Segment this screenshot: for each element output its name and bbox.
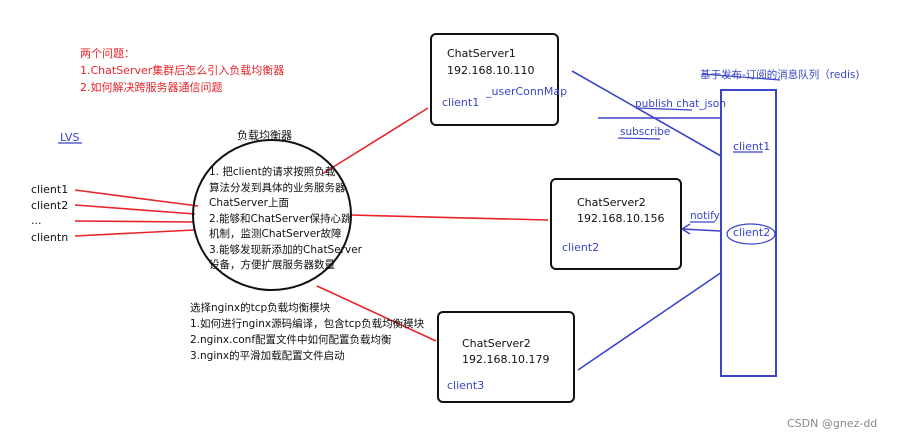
server-name: ChatServer2 xyxy=(462,337,531,350)
redis-queue-box xyxy=(720,89,777,377)
load-balancer-title: 负载均衡器 xyxy=(237,129,292,142)
client-label: client1 xyxy=(31,183,69,196)
chat-server-2-box: ChatServer2 192.168.10.156 client2 xyxy=(550,178,682,270)
redis-client2-oval xyxy=(726,223,776,245)
client-label: clientn xyxy=(31,231,69,244)
client-label: client2 xyxy=(31,199,69,212)
load-balancer-circle xyxy=(192,139,352,291)
redis-client: client1 xyxy=(733,140,771,153)
chat-server-3-box: ChatServer2 192.168.10.179 client3 xyxy=(437,311,575,403)
server-client: client1 xyxy=(442,96,480,109)
nginx-notes: 选择nginx的tcp负载均衡模块 1.如何进行nginx源码编译，包含tcp负… xyxy=(190,302,425,362)
publish-label: publish chat_json xyxy=(635,98,726,110)
server-name: ChatServer1 xyxy=(447,47,516,60)
subscribe-label: subscribe xyxy=(620,126,671,138)
watermark: CSDN @gnez-dd xyxy=(787,417,878,430)
chat-server-1-box: ChatServer1 192.168.10.110 client1 _user… xyxy=(430,33,567,126)
server-client: client2 xyxy=(562,241,600,254)
client-label: ... xyxy=(31,214,42,227)
server-name: ChatServer2 xyxy=(577,196,646,209)
server-client: client3 xyxy=(447,379,485,392)
problems-title: 两个问题： xyxy=(80,47,135,60)
problem-1: 1.ChatServer集群后怎么引入负载均衡器 xyxy=(80,64,285,77)
redis-title: 基于发布-订阅的消息队列（redis) xyxy=(700,69,860,81)
redis-client: client2 xyxy=(733,226,771,239)
lvs-label: LVS xyxy=(60,131,80,144)
user-conn-map-label: _userConnMap xyxy=(486,85,568,98)
load-balancer-description: 1. 把client的请求按照负载 算法分发到具体的业务服务器 ChatServ… xyxy=(209,166,362,271)
server-ip: 192.168.10.156 xyxy=(577,212,665,225)
notify-label: notify xyxy=(690,210,720,222)
problem-2: 2.如何解决跨服务器通信问题 xyxy=(80,81,223,94)
server-ip: 192.168.10.179 xyxy=(462,353,550,366)
server-ip: 192.168.10.110 xyxy=(447,64,535,77)
